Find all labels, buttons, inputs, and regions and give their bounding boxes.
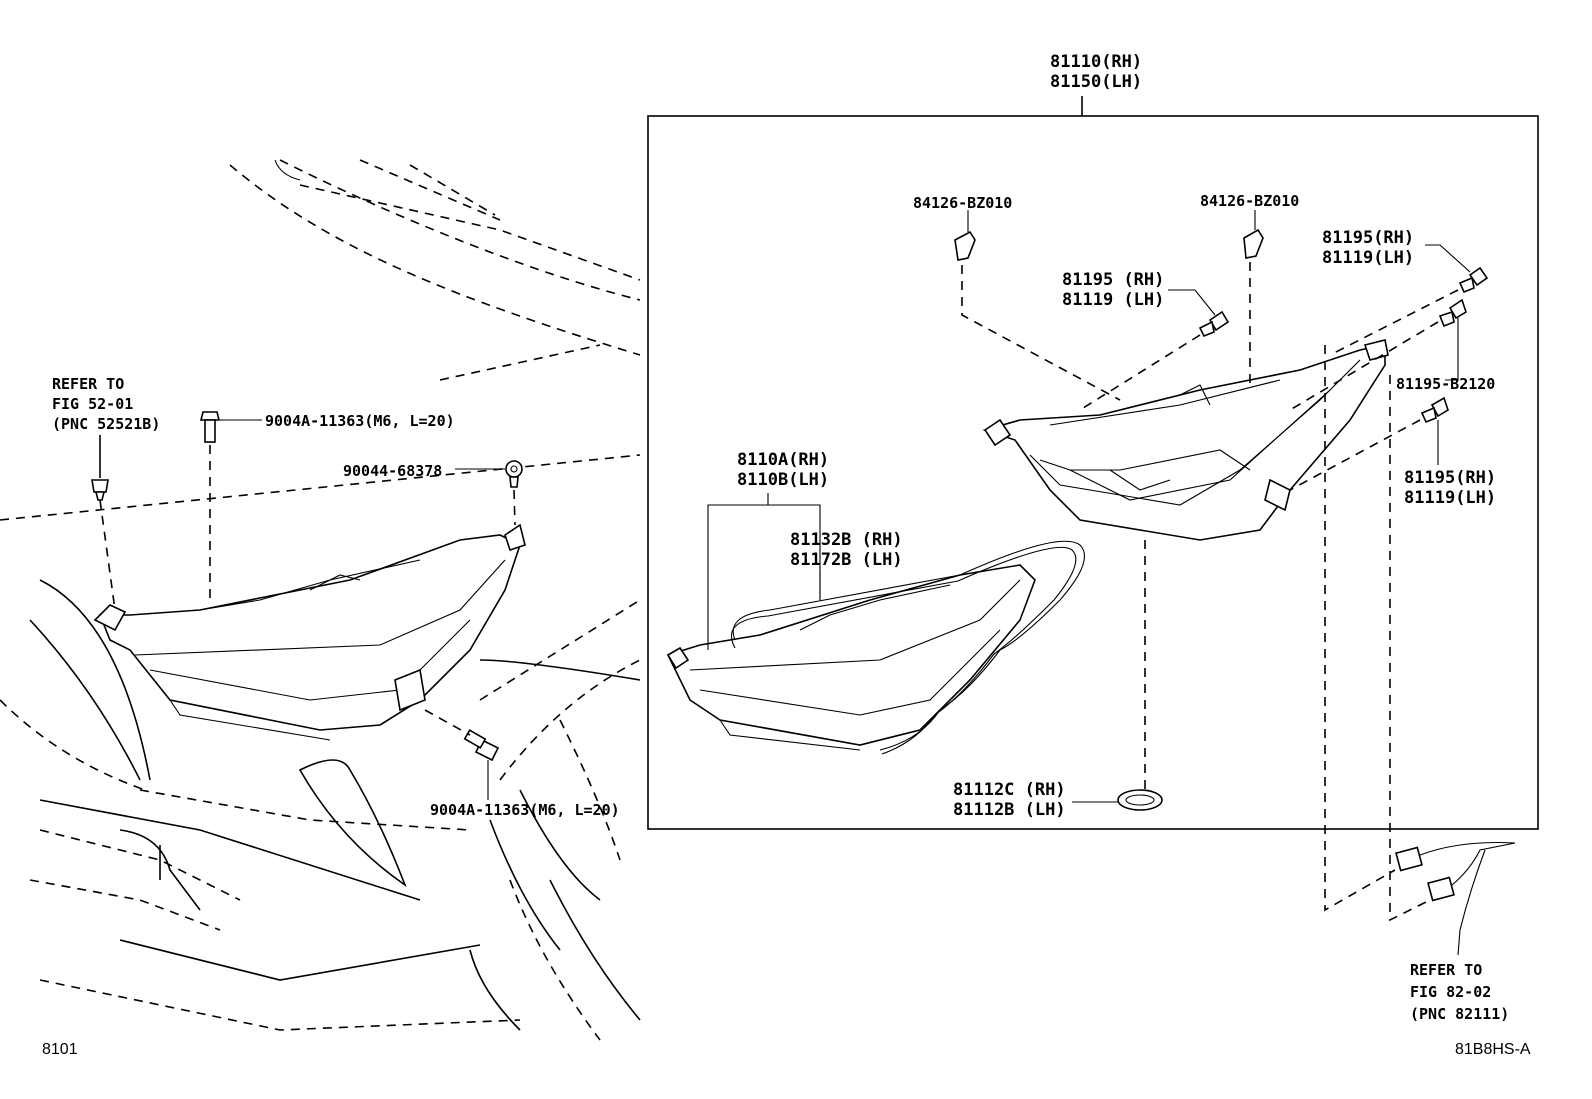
unit-b-side: (LH) bbox=[788, 470, 830, 490]
bolt-top-spec: (M6, L=20) bbox=[364, 412, 455, 430]
installed-headlamp bbox=[93, 523, 526, 741]
assy-lh-number: 81150 bbox=[1050, 72, 1102, 92]
screw-mid-lh-number: 81119 bbox=[1062, 290, 1114, 310]
screw-low-rh-side: (RH) bbox=[1455, 468, 1497, 488]
screw-low-lh-number: 81119 bbox=[1404, 488, 1456, 508]
screw-mid-lh-side: (LH) bbox=[1123, 290, 1165, 310]
label-cap-lh: 81112B (LH) bbox=[953, 800, 1066, 820]
label-cover-right: 84126-BZ010 bbox=[1200, 192, 1300, 210]
cap-rh-side: (RH) bbox=[1024, 780, 1066, 800]
bolt-bottom-spec: (M6, L=20) bbox=[529, 801, 620, 819]
label-screw-mid-lh: 81119 (LH) bbox=[1062, 290, 1164, 310]
label-screw-low-rh: 81195(RH) bbox=[1404, 468, 1496, 488]
label-refer-right-3: (PNC 82111) bbox=[1410, 1005, 1510, 1023]
wire-lh-number: 81172B bbox=[790, 550, 852, 570]
label-bolt-bottom: 9004A-11363(M6, L=20) bbox=[430, 800, 620, 820]
left-fasteners bbox=[91, 411, 523, 800]
assy-rh-number: 81110 bbox=[1050, 52, 1102, 72]
assy-lh-side: (LH) bbox=[1101, 72, 1143, 92]
label-cover-left: 84126-BZ010 bbox=[913, 194, 1013, 212]
screw-top-rh-number: 81195 bbox=[1322, 228, 1374, 248]
screw-top-lh-number: 81119 bbox=[1322, 248, 1374, 268]
label-refer-left-3: (PNC 52521B) bbox=[52, 415, 161, 433]
cap-lh-number: 81112B bbox=[953, 800, 1015, 820]
label-refer-left-1: REFER TO bbox=[52, 375, 125, 393]
unit-a-number: 8110A bbox=[737, 450, 789, 470]
label-wire-lh: 81172B (LH) bbox=[790, 550, 903, 570]
wire-lh-side: (LH) bbox=[861, 550, 903, 570]
bolt-bottom-number: 9004A-11363 bbox=[430, 801, 530, 819]
label-screw-top-lh: 81119(LH) bbox=[1322, 248, 1414, 268]
assy-rh-side: (RH) bbox=[1101, 52, 1143, 72]
screw-top-rh-side: (RH) bbox=[1373, 228, 1415, 248]
wire-rh-number: 81132B bbox=[790, 530, 852, 550]
bolt-top-number: 9004A-11363 bbox=[265, 412, 365, 430]
label-screw-top-rh: 81195(RH) bbox=[1322, 228, 1414, 248]
label-assy-rh: 81110(RH) bbox=[1050, 52, 1142, 72]
label-refer-left-2: FIG 52-01 bbox=[52, 395, 134, 413]
screw-top-lh-side: (LH) bbox=[1373, 248, 1415, 268]
label-screw-mid-rh: 81195 (RH) bbox=[1062, 270, 1164, 290]
label-unit-b: 8110B(LH) bbox=[737, 470, 829, 490]
label-assy-lh: 81150(LH) bbox=[1050, 72, 1142, 92]
cap-rh-number: 81112C bbox=[953, 780, 1015, 800]
screw-low-rh-number: 81195 bbox=[1404, 468, 1456, 488]
label-nut: 90044-68378 bbox=[343, 462, 443, 480]
label-wire-rh: 81132B (RH) bbox=[790, 530, 903, 550]
lamp-unit bbox=[666, 540, 1085, 755]
drawing-code: 81B8HS-A bbox=[1455, 1041, 1531, 1058]
wire-rh-side: (RH) bbox=[861, 530, 903, 550]
assembly-frame bbox=[647, 96, 1539, 830]
label-screw-low-lh: 81119(LH) bbox=[1404, 488, 1496, 508]
page-code: 8101 bbox=[42, 1041, 78, 1058]
exploded-small-parts bbox=[707, 210, 1489, 811]
connector-harness bbox=[1324, 345, 1516, 956]
screw-low-lh-side: (LH) bbox=[1455, 488, 1497, 508]
cap-lh-side: (LH) bbox=[1024, 800, 1066, 820]
label-bolt-top: 9004A-11363(M6, L=20) bbox=[265, 411, 455, 431]
label-screw-b2120: 81195-B2120 bbox=[1396, 375, 1496, 393]
label-cap-rh: 81112C (RH) bbox=[953, 780, 1066, 800]
headlamp-housing bbox=[982, 339, 1389, 541]
label-unit-a: 8110A(RH) bbox=[737, 450, 829, 470]
vehicle-body-outline bbox=[0, 159, 641, 1041]
label-refer-right-1: REFER TO bbox=[1410, 961, 1483, 979]
label-refer-right-2: FIG 82-02 bbox=[1410, 983, 1492, 1001]
unit-b-number: 8110B bbox=[737, 470, 789, 490]
screw-mid-rh-number: 81195 bbox=[1062, 270, 1114, 290]
unit-a-side: (RH) bbox=[788, 450, 830, 470]
screw-mid-rh-side: (RH) bbox=[1123, 270, 1165, 290]
